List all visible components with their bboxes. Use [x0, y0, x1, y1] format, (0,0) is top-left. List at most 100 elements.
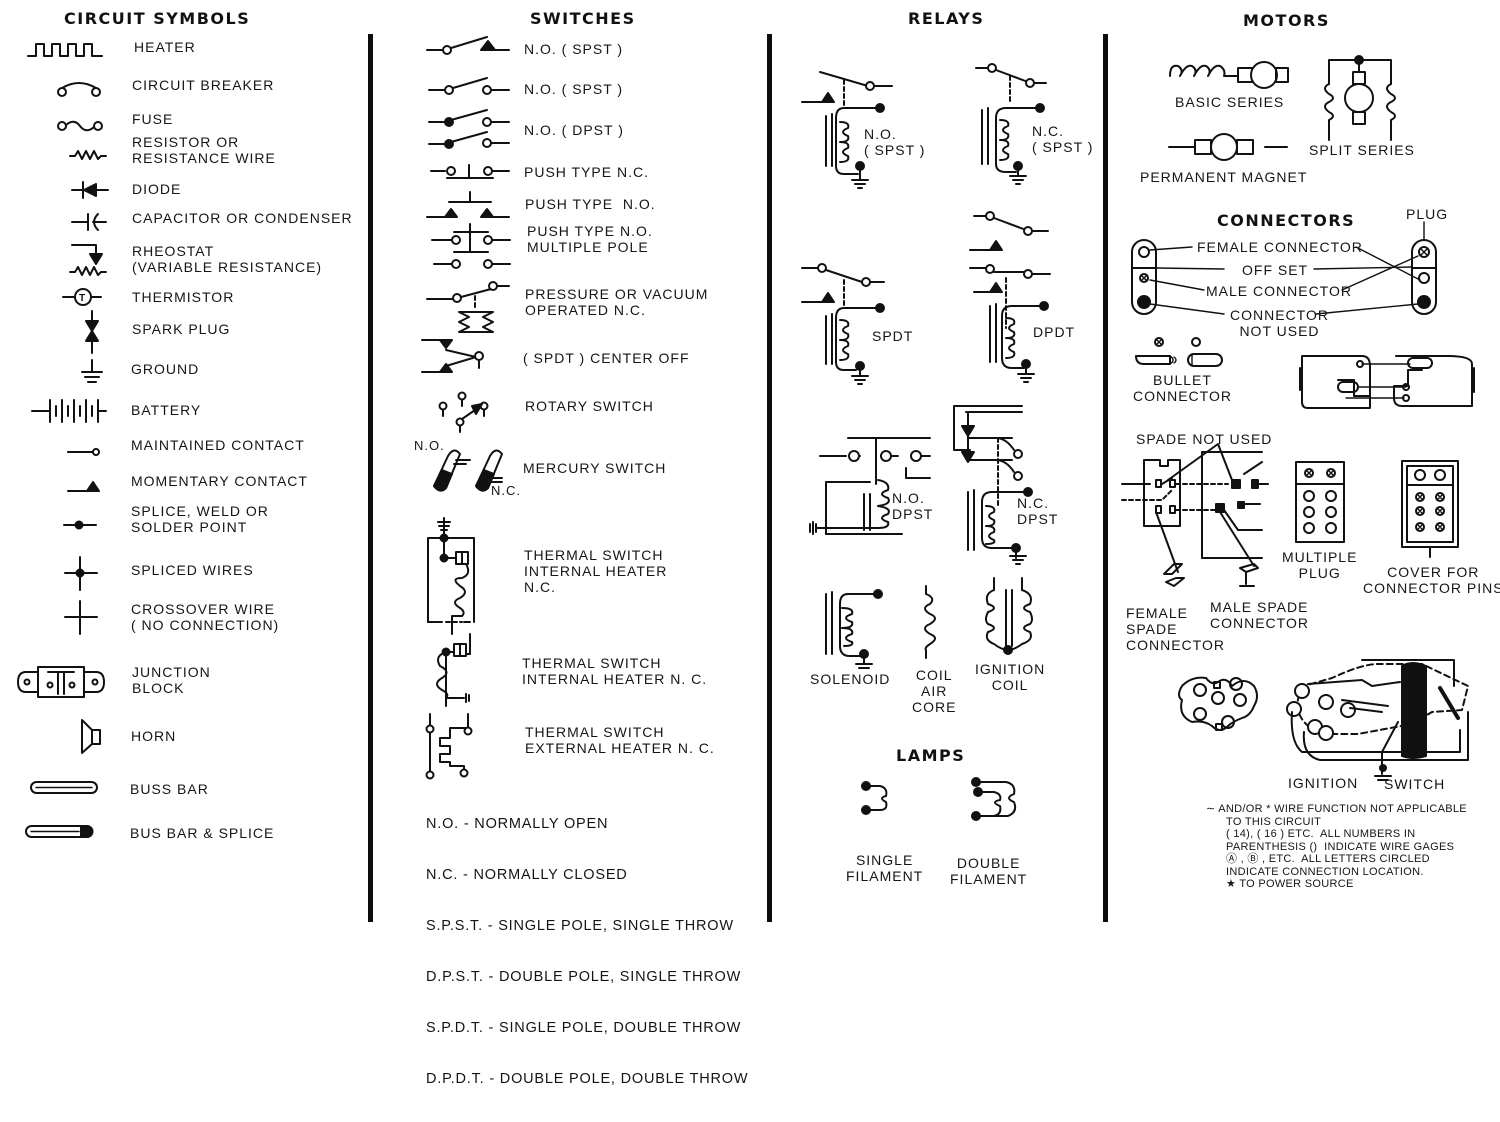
- rotary-switch-icon: [438, 391, 489, 433]
- section-title: CIRCUIT SYMBOLS: [64, 9, 251, 28]
- switch-no-spst-momentary-icon: [426, 36, 510, 55]
- multiple-plug-icon: [1295, 461, 1345, 543]
- svg-text:T: T: [79, 293, 85, 304]
- pressure-switch-icon: [426, 281, 510, 333]
- male-spade-label: MALE SPADE CONNECTOR: [1210, 599, 1309, 631]
- ignition-coil-icon: [985, 577, 1033, 655]
- symbol-label: SPLICED WIRES: [131, 562, 254, 578]
- note-line: ∼ AND/OR * WIRE FUNCTION NOT APPLICABLE: [1206, 803, 1467, 815]
- spade-not-used-label: SPADE NOT USED: [1136, 431, 1273, 447]
- buss-bar-icon: [30, 781, 98, 794]
- motor-label: SPLIT SERIES: [1309, 142, 1415, 158]
- junction-block-icon: [17, 666, 105, 698]
- relay-label: SPDT: [872, 328, 914, 344]
- relay-label: DPDT: [1033, 324, 1076, 340]
- abbreviation-item: N.O. - NORMALLY OPEN: [426, 816, 609, 832]
- fuse-icon: [57, 120, 103, 132]
- symbol-label: MAINTAINED CONTACT: [131, 437, 305, 453]
- switch-no-dpst-icon: [428, 109, 510, 149]
- relay-no-dpst-icon: [809, 437, 931, 535]
- switch-label: ROTARY SWITCH: [525, 398, 654, 414]
- note-line: ( 14), ( 16 ) ETC. ALL NUMBERS IN: [1226, 828, 1416, 840]
- rheostat-icon: [69, 244, 107, 276]
- symbol-label: BUSS BAR: [130, 781, 209, 797]
- splice-point-icon: [63, 520, 97, 530]
- connector-callout-diagram: [1131, 221, 1437, 315]
- switch-label: THERMAL SWITCH INTERNAL HEATER N. C.: [522, 655, 708, 687]
- symbol-label: RHEOSTAT (VARIABLE RESISTANCE): [132, 243, 323, 275]
- multiple-plug-label: MULTIPLE PLUG: [1282, 549, 1358, 581]
- push-no-icon: [426, 191, 510, 218]
- relay-label: N.O. ( SPST ): [864, 126, 926, 158]
- symbol-label: SPARK PLUG: [132, 321, 231, 337]
- horn-icon: [81, 719, 101, 754]
- note-line: INDICATE CONNECTION LOCATION.: [1226, 865, 1424, 878]
- coupled-connector-icon: [1299, 355, 1475, 409]
- spliced-wires-icon: [64, 556, 98, 591]
- symbol-label: FUSE: [132, 111, 174, 127]
- connector-callout: CONNECTOR NOT USED: [1230, 307, 1329, 339]
- section-title: SWITCHES: [530, 9, 636, 28]
- ground-icon: [81, 359, 103, 383]
- switch-label: ( SPDT ) CENTER OFF: [523, 350, 690, 366]
- switch-label: PUSH TYPE N.O.: [525, 196, 656, 212]
- switch-label-right: SWITCH: [1384, 776, 1446, 792]
- maintained-contact-icon: [67, 448, 100, 456]
- heater-icon: [27, 43, 103, 57]
- relay-nc-dpst-icon: [953, 405, 1033, 559]
- abbreviation-item: D.P.S.T. - DOUBLE POLE, SINGLE THROW: [426, 969, 742, 985]
- relay-nc-spst-icon: [975, 63, 1047, 185]
- relay-label: COIL AIR CORE: [912, 667, 957, 715]
- abbreviation-item: S.P.S.T. - SINGLE POLE, SINGLE THROW: [426, 918, 734, 934]
- motor-split-series-icon: [1324, 55, 1396, 141]
- ground-icon: [1009, 555, 1027, 565]
- symbol-label: BUS BAR & SPLICE: [130, 825, 275, 841]
- bullet-connector-icon: [1135, 337, 1223, 367]
- capacitor-icon: [71, 213, 107, 231]
- double-filament-lamp-icon: [971, 777, 1017, 821]
- symbol-label: CAPACITOR OR CONDENSER: [132, 210, 353, 226]
- motor-permanent-magnet-icon: [1168, 133, 1288, 161]
- mercury-switch-icon: [433, 449, 503, 492]
- symbol-label: BATTERY: [131, 402, 202, 418]
- plug-label: PLUG: [1406, 206, 1449, 222]
- relay-no-spst-icon: [801, 71, 893, 189]
- symbol-label: CIRCUIT BREAKER: [132, 77, 275, 93]
- switch-label: PUSH TYPE N.C.: [524, 164, 649, 180]
- spdt-center-off-icon: [421, 339, 484, 373]
- symbol-label: GROUND: [131, 361, 200, 377]
- switch-label: N.O. ( SPST ): [524, 41, 624, 57]
- symbol-label: MOMENTARY CONTACT: [131, 473, 308, 489]
- bus-bar-splice-icon: [25, 825, 94, 838]
- note-line: Ⓐ , Ⓑ , ETC. ALL LETTERS CIRCLED: [1226, 853, 1430, 865]
- lamp-label: SINGLE FILAMENT: [846, 852, 924, 884]
- spade-connector-diagram: [1121, 443, 1269, 587]
- female-spade-label: FEMALE SPADE CONNECTOR: [1126, 605, 1225, 653]
- air-core-coil-icon: [924, 585, 936, 659]
- motor-basic-series-icon: [1169, 61, 1289, 89]
- switch-no-spst-icon: [428, 77, 510, 95]
- connector-pin-cover-label: COVER FOR CONNECTOR PINS: [1363, 564, 1500, 596]
- column-divider: [1103, 34, 1108, 922]
- symbol-label: JUNCTION BLOCK: [132, 664, 211, 696]
- relay-label: IGNITION COIL: [975, 661, 1046, 693]
- symbol-label: HORN: [131, 728, 177, 744]
- thermal-switch-external-icon: [425, 713, 473, 780]
- notes-legend: ∼ AND/OR * WIRE FUNCTION NOT APPLICABLE …: [1206, 803, 1467, 891]
- symbol-label: DIODE: [132, 181, 182, 197]
- bullet-connector-label: BULLET CONNECTOR: [1133, 372, 1232, 404]
- ignition-label: IGNITION: [1288, 775, 1359, 791]
- symbol-label: RESISTOR OR RESISTANCE WIRE: [132, 134, 276, 166]
- abbreviation-item: N.C. - NORMALLY CLOSED: [426, 867, 628, 883]
- section-title: RELAYS: [908, 9, 985, 28]
- switch-label: N.O. ( DPST ): [524, 122, 624, 138]
- switch-label: N.O. ( SPST ): [524, 81, 624, 97]
- resistor-icon: [69, 150, 107, 160]
- connector-pin-cover-icon: [1401, 460, 1459, 558]
- lamp-label: DOUBLE FILAMENT: [950, 855, 1028, 887]
- switch-label: THERMAL SWITCH INTERNAL HEATER N.C.: [524, 547, 668, 595]
- thermal-switch-internal-icon: [427, 517, 475, 635]
- thermistor-icon: T: [62, 288, 102, 306]
- lamps-title: LAMPS: [896, 746, 966, 765]
- solenoid-icon: [825, 589, 883, 669]
